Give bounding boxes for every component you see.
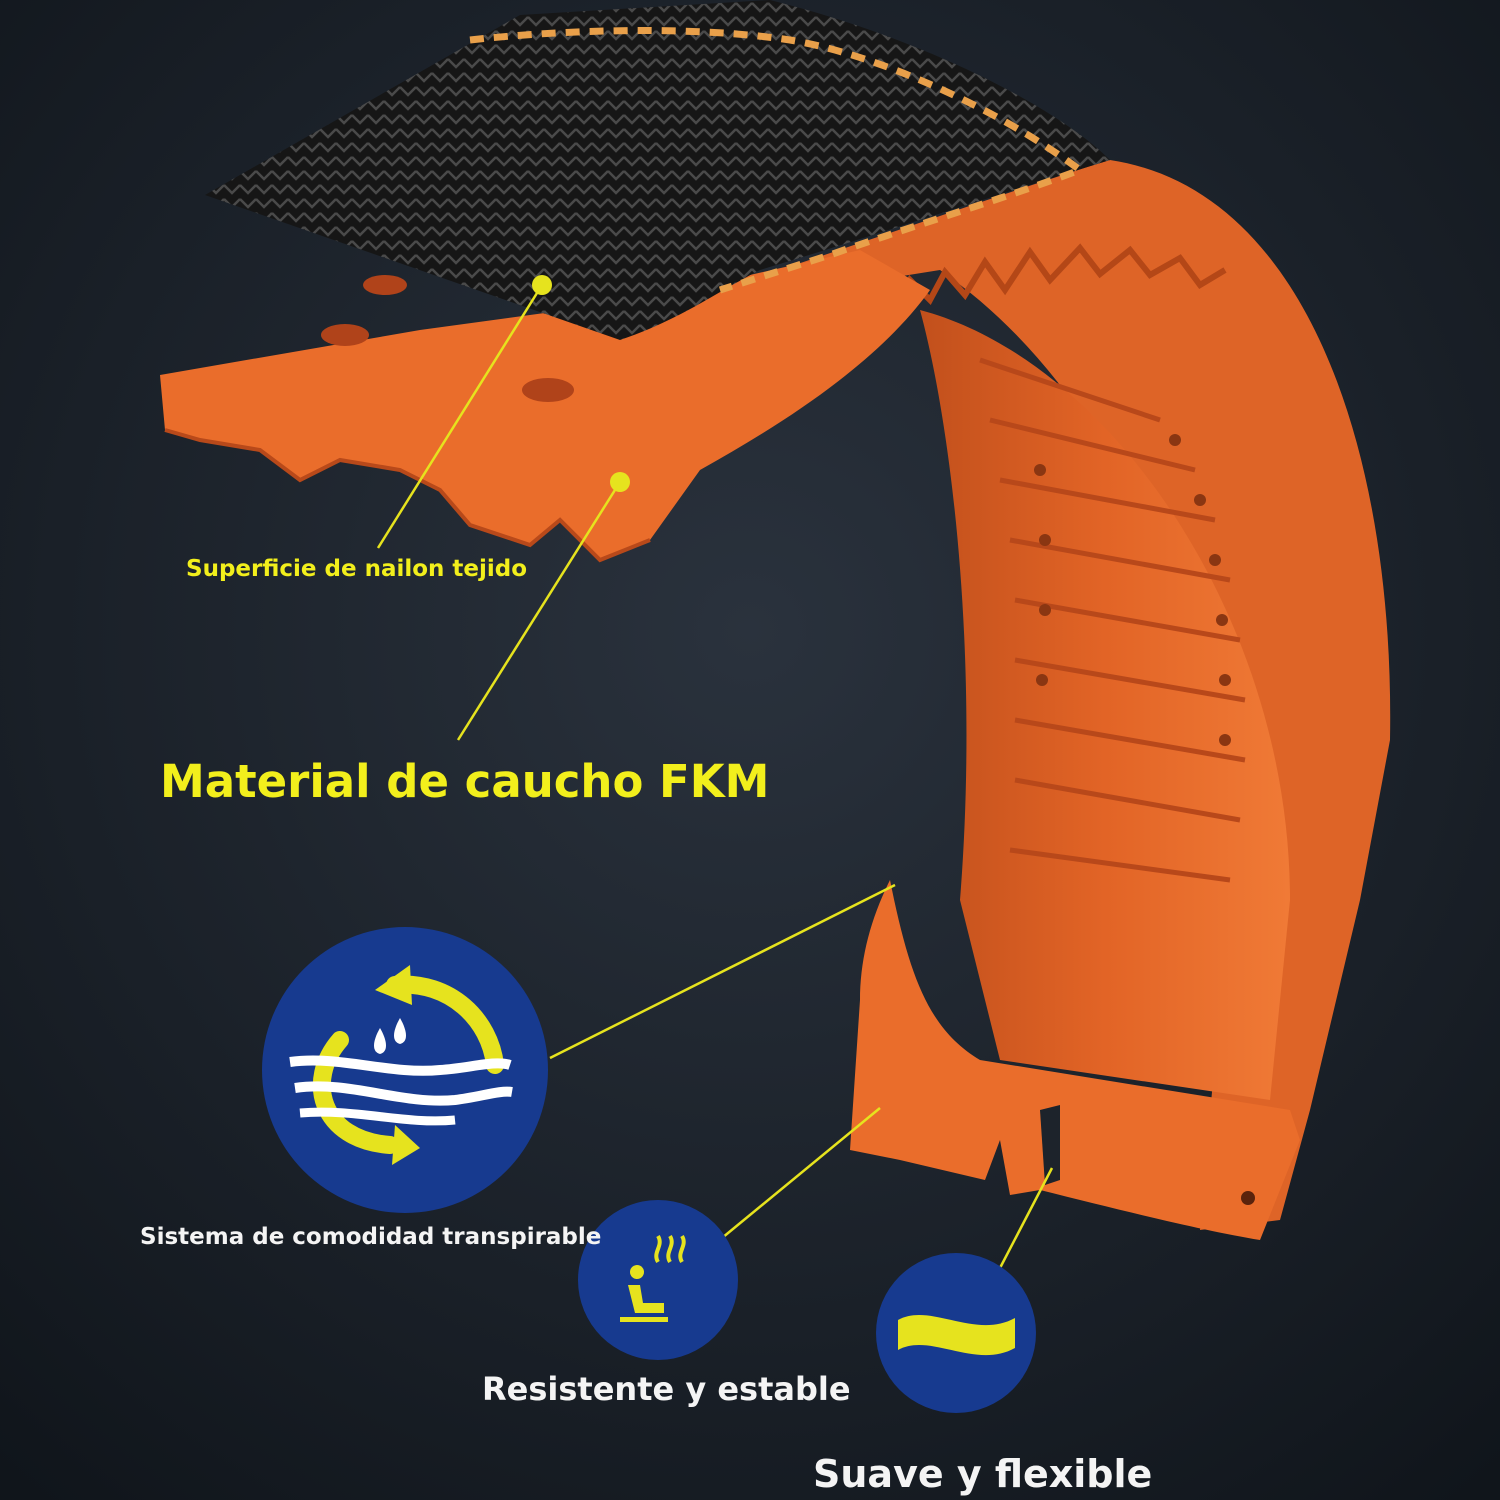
watch-strap — [160, 0, 1391, 1240]
fkm-material-label: Material de caucho FKM — [160, 755, 770, 808]
resistant-badge — [578, 1200, 738, 1360]
callout-lines — [376, 284, 1054, 1269]
fkm-callout-dot — [610, 472, 630, 492]
soft-wave-icon — [898, 1314, 1015, 1356]
strap-lower-arm — [850, 880, 1300, 1240]
breathable-cycle-icon — [289, 965, 513, 1165]
soft-badge — [876, 1253, 1036, 1413]
nylon-surface-label: Superficie de nailon tejido — [186, 556, 528, 582]
breathable-badge — [262, 927, 548, 1213]
strap-inner-channel — [920, 310, 1290, 1100]
stitching — [469, 27, 1088, 294]
soft-flexible-label: Suave y flexible — [813, 1452, 1153, 1496]
breathable-system-label: Sistema de comodidad transpirable — [140, 1224, 602, 1250]
strap-cut-section — [160, 250, 930, 560]
nylon-callout-dot — [532, 275, 552, 295]
resistant-stable-label: Resistente y estable — [482, 1370, 851, 1408]
heated-seat-icon — [620, 1234, 686, 1322]
nylon-surface — [205, 0, 1110, 340]
